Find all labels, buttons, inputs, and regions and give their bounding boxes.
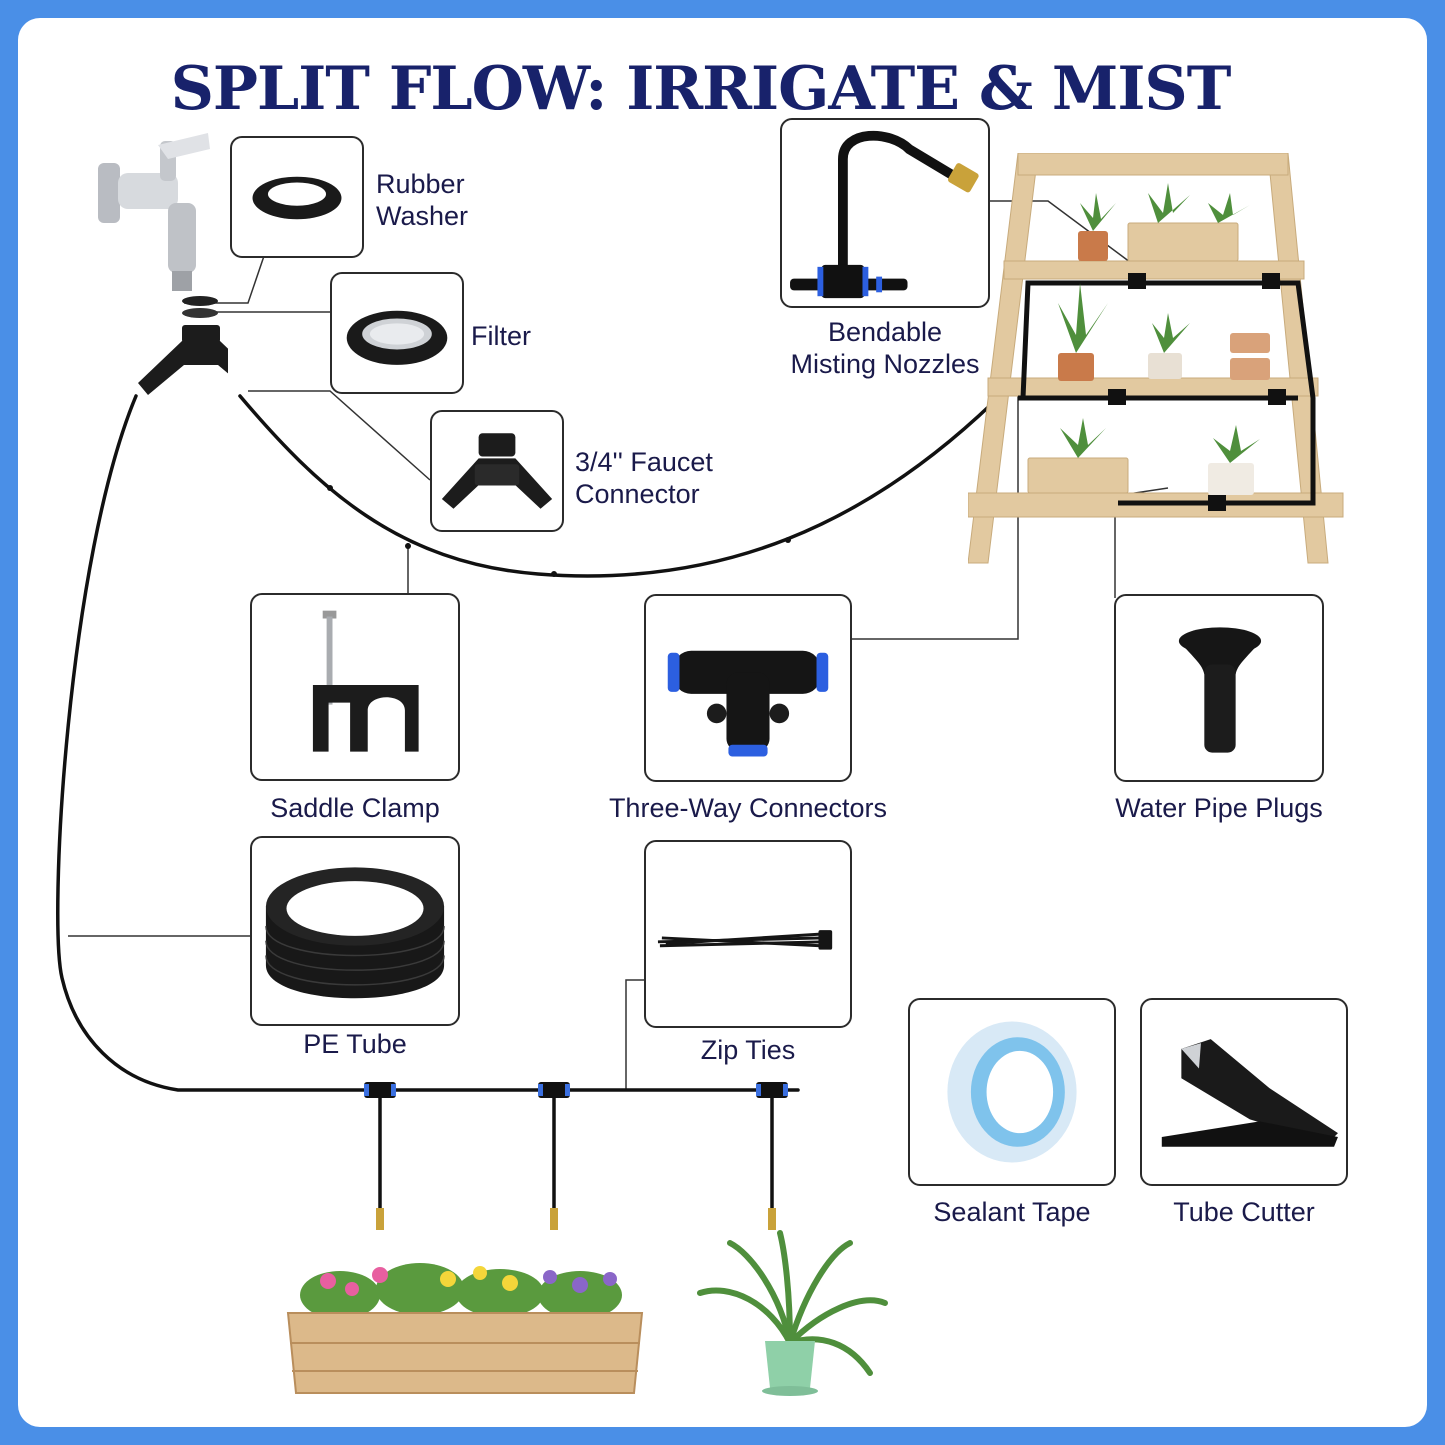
three-way-label: Three-Way Connectors xyxy=(608,793,888,823)
filter-card xyxy=(330,272,464,394)
sealant-tape-card xyxy=(908,998,1116,1186)
tube-cutter-label: Tube Cutter xyxy=(1173,1197,1315,1227)
zip-ties-label: Zip Ties xyxy=(700,1035,796,1065)
three-way-card xyxy=(644,594,852,782)
filter-label: Filter xyxy=(471,321,531,351)
potted-plant-icon xyxy=(697,1230,888,1396)
faucet-connector-card xyxy=(430,410,564,532)
tube-cutter-icon xyxy=(1161,1039,1338,1147)
saddle-clamp-icon xyxy=(312,610,419,752)
water-plug-label: Water Pipe Plugs xyxy=(1115,793,1323,823)
tubing-diagram xyxy=(56,200,1169,1230)
plant-shelf-icon xyxy=(968,153,1344,564)
page-title: SPLIT FLOW: IRRIGATE & MIST xyxy=(170,54,1232,124)
pe-tube-card xyxy=(250,836,460,1026)
zip-ties-icon xyxy=(657,930,833,950)
infographic: SPLIT FLOW: IRRIGATE & MIST xyxy=(18,18,1427,1427)
water-plug-card xyxy=(1114,594,1324,782)
rubber-washer-icon xyxy=(252,176,342,220)
misting-nozzle-card xyxy=(780,118,990,308)
pe-tube-coil-icon xyxy=(265,867,445,999)
flower-planter-icon xyxy=(286,1263,644,1394)
tube-cutter-card xyxy=(1140,998,1348,1186)
filter-icon xyxy=(346,310,448,365)
sealant-tape-label: Sealant Tape xyxy=(933,1197,1091,1227)
saddle-clamp-card xyxy=(250,593,460,781)
pe-tube-label: PE Tube xyxy=(303,1029,407,1059)
tee-connector-icon xyxy=(667,650,829,757)
misting-nozzle-icon xyxy=(790,130,979,299)
rubber-washer-card xyxy=(230,136,364,258)
zip-ties-card xyxy=(644,840,852,1028)
pipe-plug-icon xyxy=(1178,627,1262,753)
saddle-clamp-label: Saddle Clamp xyxy=(270,793,440,823)
faucet-icon xyxy=(98,133,228,395)
sealant-tape-icon xyxy=(947,1021,1077,1163)
y-connector-icon xyxy=(441,433,553,509)
